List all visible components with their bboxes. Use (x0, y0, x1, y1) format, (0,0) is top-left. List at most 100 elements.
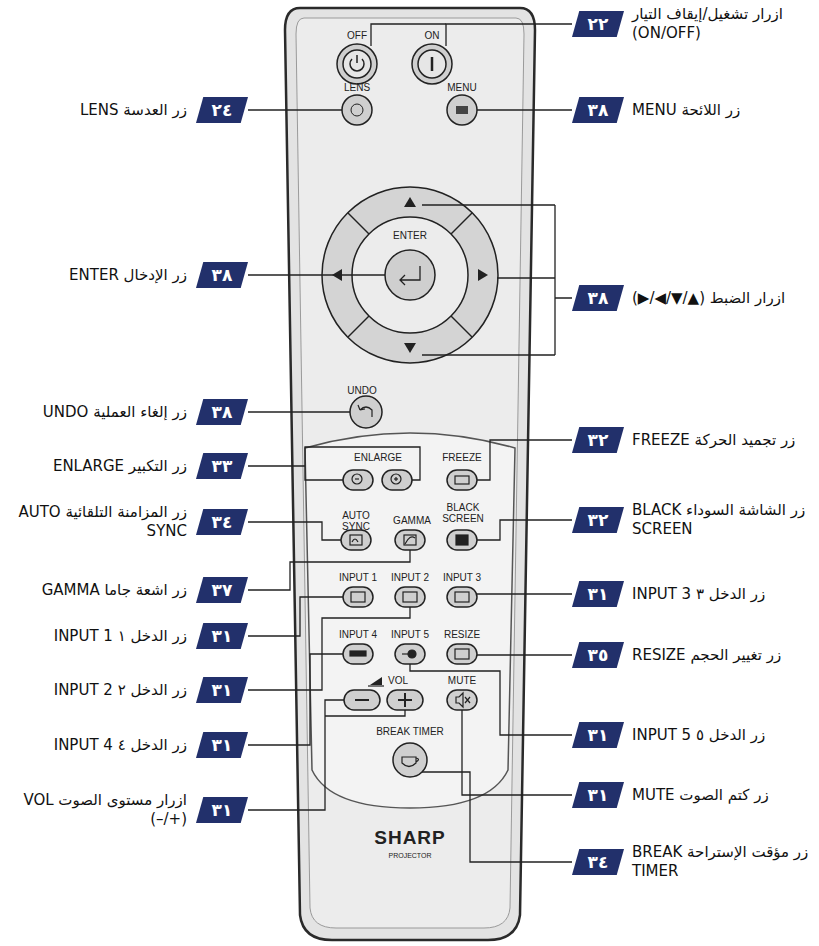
panel-buttons (395, 530, 425, 550)
button-icons (352, 474, 362, 484)
part-label: زر الإدخال ENTER (5, 266, 187, 285)
button-label: ENLARGE (350, 453, 406, 464)
callout-number: ٣٨ (212, 402, 233, 422)
leader-lines (477, 440, 572, 480)
panel-buttons (447, 530, 477, 550)
callout-badge: ٣١ (572, 581, 624, 607)
callout-number: ٣٨ (588, 288, 609, 308)
callout-number: ٣٨ (588, 100, 609, 120)
leader-lines (446, 24, 572, 46)
part-label: زر اشعة جاما GAMMA (5, 581, 187, 600)
lens-menu-buttons (342, 95, 372, 125)
direction-pad (385, 250, 435, 300)
direction-pad (404, 197, 416, 207)
callout-number: ٣٨ (212, 265, 233, 285)
callout-badge: ٣١ (196, 623, 248, 649)
button-icons (355, 478, 359, 479)
button-label: RESIZE (440, 630, 484, 641)
callout-number: ٣١ (212, 800, 233, 820)
callout-number: ٣٣ (212, 456, 233, 476)
button-label: ENTER (388, 231, 432, 242)
power-buttons (343, 50, 371, 78)
button-icons (455, 649, 469, 659)
callout-badge: ٣٨ (196, 262, 248, 288)
button-label: INPUT 3 (440, 573, 484, 584)
button-icons (402, 653, 408, 654)
button-label: MUTE (442, 676, 482, 687)
button-icons (391, 474, 401, 484)
callout-badge: ٣٢ (572, 507, 624, 533)
callout-number: ٢٤ (212, 100, 233, 120)
direction-pad (348, 213, 369, 234)
part-label: زر مؤقت الإستراحة BREAK TIMER (632, 843, 814, 881)
power-buttons (337, 44, 377, 84)
leader-lines (422, 772, 572, 862)
panel-buttons (393, 743, 427, 777)
button-icons (403, 592, 417, 602)
leader-lines (248, 24, 572, 862)
callout-number: ٣١ (588, 584, 609, 604)
callout-number: ٣٤ (588, 852, 609, 872)
button-label: BREAK TIMER (370, 727, 450, 738)
part-label: زر الدخل ٣ INPUT 3 (632, 585, 814, 604)
part-label: زر تغيير الحجم RESIZE (632, 646, 814, 665)
button-label: VOL (383, 676, 413, 687)
undo-button (358, 405, 372, 417)
callout-badge: ٣١ (572, 722, 624, 748)
callout-number: ٣١ (212, 626, 233, 646)
lens-menu-buttons (351, 104, 363, 116)
button-label: MENU (440, 83, 484, 94)
undo-button (350, 396, 382, 428)
button-icons (368, 685, 384, 686)
button-label: INPUT 2 (388, 573, 432, 584)
callout-number: ٣٧ (212, 580, 233, 600)
button-icons (465, 697, 470, 703)
panel-buttons (382, 470, 412, 490)
remote-body (305, 433, 515, 808)
lens-menu-buttons (447, 95, 477, 125)
callout-badge: ٢٤ (196, 97, 248, 123)
button-icons (405, 537, 415, 544)
button-label: LENS (337, 83, 377, 94)
panel-buttons (387, 690, 423, 710)
callout-badge: ٣٣ (196, 453, 248, 479)
button-label: UNDO (342, 386, 382, 397)
leader-lines (477, 109, 572, 110)
button-icons (408, 650, 416, 658)
panel-buttons (395, 644, 425, 664)
direction-pad (404, 343, 416, 353)
part-label: زر الدخل ٢ INPUT 2 (5, 681, 187, 700)
leader-lines (248, 109, 342, 110)
panel-buttons (343, 644, 373, 664)
leader-lines (248, 550, 410, 590)
callout-badge: ٣١ (572, 782, 624, 808)
callout-number: ٣٢ (588, 430, 609, 450)
button-label: BLACK SCREEN (439, 503, 487, 524)
part-label: زر كتم الصوت MUTE (632, 786, 814, 805)
undo-button (350, 396, 382, 428)
panel-buttons (447, 690, 477, 710)
part-label: ازرار تشغيل/إيقاف التيار (ON/OFF) (632, 5, 814, 43)
panel-buttons (447, 644, 477, 664)
callout-badge: ٣١ (196, 797, 248, 823)
button-icons (395, 477, 396, 481)
direction-pad (451, 316, 472, 337)
leader-lines (462, 710, 572, 795)
button-icons (370, 677, 382, 685)
button-label: INPUT 5 (388, 630, 432, 641)
remote-body (285, 8, 535, 940)
callout-number: ٣٤ (212, 512, 233, 532)
callout-number: ٣١ (212, 735, 233, 755)
callout-number: ٣١ (212, 680, 233, 700)
direction-pad (348, 316, 369, 337)
part-label: زر إلغاء العملية UNDO (5, 403, 187, 422)
callout-badge: ٣٥ (572, 642, 624, 668)
button-icons (351, 592, 365, 602)
callout-number: ٢٢ (588, 14, 609, 34)
button-label: PROJECTOR (370, 852, 450, 859)
leader-lines (477, 520, 572, 540)
direction-pad (451, 213, 472, 234)
part-label: زر الدخل ٤ INPUT 4 (5, 736, 187, 755)
leader-lines (248, 274, 385, 275)
part-label: زر التكبير ENLARGE (5, 457, 187, 476)
